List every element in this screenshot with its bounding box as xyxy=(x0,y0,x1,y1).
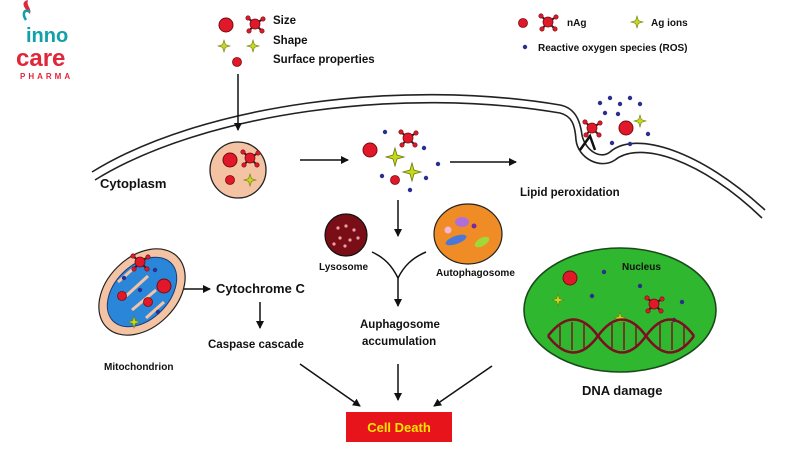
nanoparticle-icon xyxy=(218,17,234,33)
ag-ion-icon xyxy=(246,39,260,53)
label-cytoplasm: Cytoplasm xyxy=(100,176,166,191)
property-surface: Surface properties xyxy=(273,54,375,66)
legend-nag: nAg xyxy=(567,18,586,29)
label-lysosome: Lysosome xyxy=(319,262,369,273)
nanoparticle-icon xyxy=(618,120,634,136)
endocytic-vesicle xyxy=(209,141,267,199)
nucleus xyxy=(523,247,717,373)
ag-ion-icon xyxy=(630,15,644,29)
membrane-entry-particles xyxy=(578,95,651,151)
logo-text-care: care xyxy=(16,45,65,72)
ag-ion-icon xyxy=(385,147,405,167)
ag-ion-icon xyxy=(402,162,422,182)
lysosome xyxy=(324,213,368,257)
cell-death-box: Cell Death xyxy=(346,412,452,442)
legend-ros: Reactive oxygen species (ROS) xyxy=(538,43,688,54)
dna-helix-icon xyxy=(546,318,696,354)
label-caspase-cascade: Caspase cascade xyxy=(208,339,304,351)
nanoparticle-cluster-icon xyxy=(244,14,267,35)
logo-text-pharma: PHARMA xyxy=(20,72,73,81)
nanoparticle-icon xyxy=(518,18,528,28)
nanoparticle-icon xyxy=(232,57,242,67)
label-lipid-peroxidation: Lipid peroxidation xyxy=(520,187,620,199)
legend: nAg Ag ions Reactive oxygen species (ROS… xyxy=(518,12,688,54)
property-shape: Shape xyxy=(273,35,308,47)
legend-ag-ions: Ag ions xyxy=(651,18,688,29)
label-dna-damage: DNA damage xyxy=(582,383,662,398)
label-nucleus: Nucleus xyxy=(622,262,661,273)
released-particles xyxy=(362,128,441,193)
label-auphagosome-1: Auphagosome xyxy=(360,319,440,331)
ag-ion-icon xyxy=(217,39,231,53)
nanoparticle-cluster-icon xyxy=(397,128,420,149)
label-cell-death: Cell Death xyxy=(367,420,431,435)
arrows xyxy=(178,74,517,407)
autophagosome xyxy=(433,203,503,265)
brand-logo: inno care PHARMA xyxy=(16,0,73,81)
label-auphagosome-2: accumulation xyxy=(362,336,436,348)
nanoparticle-cluster-icon xyxy=(537,12,560,33)
membrane-channel-icon xyxy=(578,133,597,151)
ros-dot-icon xyxy=(522,44,528,50)
label-mitochondrion: Mitochondrion xyxy=(104,362,173,373)
mitochondrion xyxy=(98,248,186,336)
ag-ion-icon xyxy=(633,114,647,128)
logo-text-inno: inno xyxy=(26,25,68,47)
label-cytochrome-c: Cytochrome C xyxy=(216,281,305,296)
cell-membrane xyxy=(91,93,766,219)
label-autophagosome: Autophagosome xyxy=(436,268,515,279)
nanoparticle-cluster-icon xyxy=(581,118,604,139)
property-particles xyxy=(217,14,267,67)
property-size: Size xyxy=(273,15,296,27)
nanoparticle-icon xyxy=(362,142,378,158)
